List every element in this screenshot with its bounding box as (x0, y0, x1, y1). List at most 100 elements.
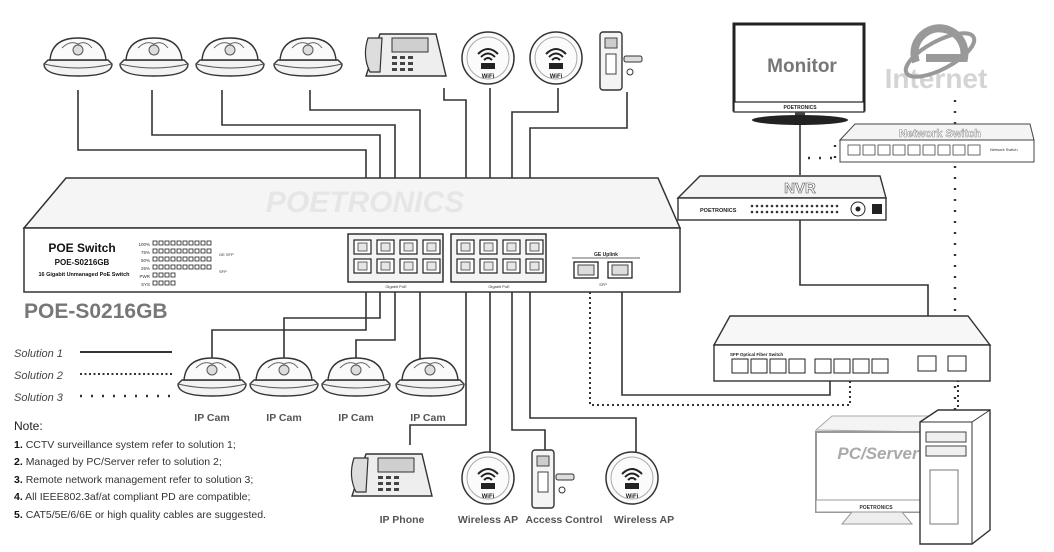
nvr-indicator (755, 204, 759, 208)
rj45-port (502, 258, 521, 274)
internet: Internet (885, 24, 988, 94)
led (164, 264, 170, 270)
led (182, 240, 188, 246)
led (188, 256, 194, 262)
switch-port (892, 144, 906, 156)
nvr-indicator (775, 210, 779, 214)
label-wireless-ap: Wireless AP (458, 514, 518, 526)
rj45-port (456, 239, 475, 255)
sfp-port (833, 358, 851, 374)
note-item: 5. CAT5/5E/6/6E or high quality cables a… (14, 507, 266, 525)
led (182, 264, 188, 270)
led (152, 264, 158, 270)
led (170, 256, 176, 262)
watermark: POETRONICS (266, 186, 464, 219)
label-ip-cam: IP Cam (338, 412, 373, 424)
led (152, 240, 158, 246)
nvr-indicator (785, 210, 789, 214)
led (188, 248, 194, 254)
nvr-indicator (775, 204, 779, 208)
nvr-brand: POETRONICS (700, 208, 737, 214)
note-text: Managed by PC/Server refer to solution 2… (25, 456, 222, 468)
switch-port (862, 144, 876, 156)
nvr-indicator (820, 204, 824, 208)
right-led-label: GE SFP (219, 252, 234, 257)
rj45-port (422, 258, 441, 274)
led (152, 280, 158, 286)
label-wireless-ap: Wireless AP (614, 514, 674, 526)
ip-camera-bottom-1 (177, 357, 247, 397)
led-indicators (152, 240, 212, 286)
nvr-indicator (765, 210, 769, 214)
rj45-port (525, 239, 544, 255)
led (194, 256, 200, 262)
led (158, 240, 164, 246)
nvr-indicator (800, 210, 804, 214)
pc-server-brand: POETRONICS (859, 505, 893, 511)
legend-solution-2: Solution 2 (14, 370, 63, 382)
pc-server: PC/Server POETRONICS (814, 409, 991, 545)
ip-phone-top (364, 33, 447, 77)
switch-port (952, 144, 966, 156)
led (170, 248, 176, 254)
ip-camera-top-1 (43, 37, 113, 77)
led (188, 240, 194, 246)
nvr-indicator (780, 210, 784, 214)
nvr-indicator (805, 204, 809, 208)
nvr-indicator (800, 204, 804, 208)
sfp-port (814, 358, 832, 374)
wireless-ap-bottom-1: WiFi (461, 451, 515, 505)
switch-model-large: POE-S0216GB (24, 300, 168, 323)
led (176, 264, 182, 270)
rj45-port (399, 239, 418, 255)
led (164, 272, 170, 278)
rj45-port (376, 239, 395, 255)
note-item: 2. Managed by PC/Server refer to solutio… (14, 454, 266, 472)
wifi-label: WiFi (626, 494, 639, 500)
rj45-port (422, 239, 441, 255)
led (158, 280, 164, 286)
internet-explorer-icon (903, 24, 977, 79)
rj45-port (525, 258, 544, 274)
nvr-indicator (760, 204, 764, 208)
rj45-port (479, 258, 498, 274)
nvr-indicator (760, 210, 764, 214)
gigabit-poe-label: Gigabit PoE (385, 284, 407, 289)
nvr-indicator (815, 204, 819, 208)
nvr-label: NVR (784, 180, 816, 197)
led (206, 240, 212, 246)
led-label: SYS (141, 282, 150, 287)
ip-phone-bottom (350, 453, 433, 497)
led (170, 264, 176, 270)
ip-camera-bottom-2 (249, 357, 319, 397)
internet-label: Internet (885, 63, 988, 94)
nvr-indicator (795, 204, 799, 208)
led (200, 256, 206, 262)
ip-camera-top-3 (195, 37, 265, 77)
note-text: Remote network management refer to solut… (25, 473, 254, 486)
note-item: 4. All IEEE802.3af/at compliant PD are c… (14, 489, 266, 507)
led (194, 240, 200, 246)
access-control-bottom (531, 449, 575, 509)
nvr-indicator (770, 204, 774, 208)
network-switch-small-label: Network Switch (990, 147, 1018, 152)
led (200, 240, 206, 246)
switch-title: POE Switch (48, 241, 115, 255)
note-item: 3. Remote network management refer to so… (14, 472, 266, 490)
nvr-indicator (750, 204, 754, 208)
note-item: 1. CCTV surveillance system refer to sol… (14, 437, 266, 455)
note-number: 3. (14, 473, 23, 486)
wifi-label: WiFi (550, 74, 563, 80)
led (200, 248, 206, 254)
led (158, 248, 164, 254)
ge-uplink-label: GE Uplink (594, 252, 618, 258)
note-number: 4. (14, 491, 23, 503)
legend-solution-1: Solution 1 (14, 348, 63, 360)
led-label: PWR (140, 274, 151, 279)
led (176, 248, 182, 254)
rj45-port (479, 239, 498, 255)
nvr-indicator (805, 210, 809, 214)
led (188, 264, 194, 270)
led (206, 256, 212, 262)
